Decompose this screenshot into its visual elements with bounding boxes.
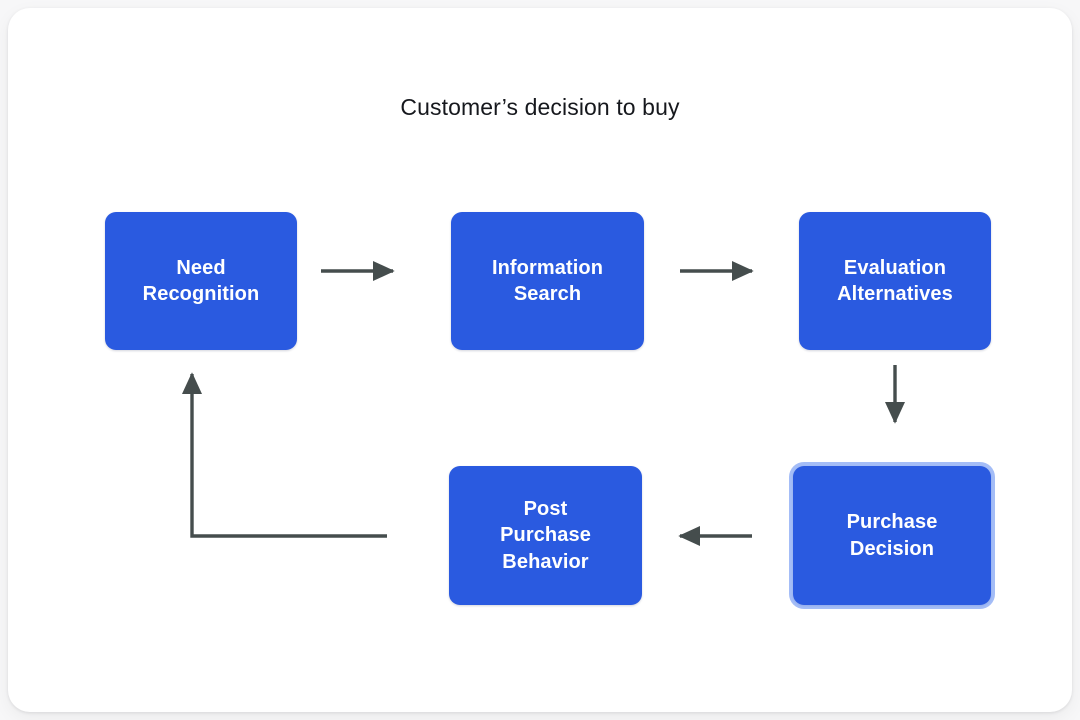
flow-node-label: Need Recognition [142, 256, 260, 305]
flow-node-need-recognition[interactable]: Need Recognition [105, 212, 297, 350]
flow-node-label: Post Purchase Behavior [500, 497, 591, 573]
flow-node-evaluation-alternatives[interactable]: Evaluation Alternatives [799, 212, 991, 350]
diagram-card: Customer’s decision to buy [8, 8, 1072, 712]
flowchart-diagram: Customer’s decision to buy [8, 8, 1072, 712]
flow-node-purchase-decision[interactable]: Purchase Decision [793, 466, 991, 605]
flow-node-label: Purchase Decision [846, 511, 938, 560]
diagram-title: Customer’s decision to buy [400, 94, 680, 120]
connector-post-to-need [181, 372, 387, 538]
flow-node-post-purchase-behavior[interactable]: Post Purchase Behavior [449, 466, 642, 605]
flow-node-label: Evaluation Alternatives [837, 256, 953, 305]
flow-node-information-search[interactable]: Information Search [451, 212, 644, 350]
flow-node-label: Information Search [491, 256, 604, 305]
